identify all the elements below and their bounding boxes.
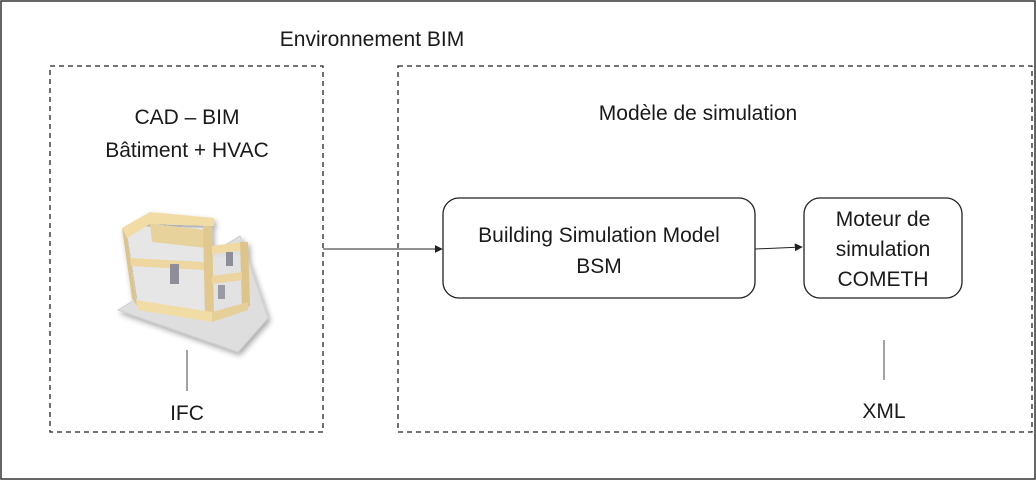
building-3d-model-icon xyxy=(116,212,269,353)
door-3 xyxy=(218,285,225,299)
wall-back-face xyxy=(150,224,206,248)
wall-side-right xyxy=(240,242,250,308)
cad-bim-container xyxy=(49,65,324,433)
bsm-box xyxy=(442,197,756,299)
engine-line-3: COMETH xyxy=(838,268,929,291)
main-room-floor xyxy=(126,226,207,314)
simulation-model-heading: Modèle de simulation xyxy=(599,102,797,125)
bsm-title: Building Simulation Model xyxy=(478,224,720,247)
engine-line-2: simulation xyxy=(836,238,931,261)
cad-bim-heading: CAD – BIM xyxy=(134,106,239,129)
wall-side-middle xyxy=(212,272,242,284)
engine-box xyxy=(803,197,963,299)
wall-back-top xyxy=(150,212,214,226)
building-hvac-heading: Bâtiment + HVAC xyxy=(105,139,269,162)
side-room-floor xyxy=(206,254,247,314)
simulation-model-container xyxy=(397,65,1033,433)
xml-label: XML xyxy=(862,400,905,423)
wall-front-right xyxy=(212,302,248,322)
wall-left-top xyxy=(122,212,150,238)
door-1 xyxy=(170,264,179,284)
ifc-label: IFC xyxy=(170,402,204,425)
wall-side-back xyxy=(212,242,244,254)
wall-left-face xyxy=(122,228,137,306)
engine-line-1: Moteur de xyxy=(836,208,931,231)
door-2 xyxy=(226,252,233,266)
bsm-abbreviation: BSM xyxy=(576,255,622,278)
wall-middle xyxy=(130,258,204,270)
diagram-title: Environnement BIM xyxy=(280,28,464,51)
wall-divider xyxy=(203,226,214,318)
arrow-to-engine xyxy=(754,243,803,252)
wall-front-left xyxy=(136,300,212,322)
